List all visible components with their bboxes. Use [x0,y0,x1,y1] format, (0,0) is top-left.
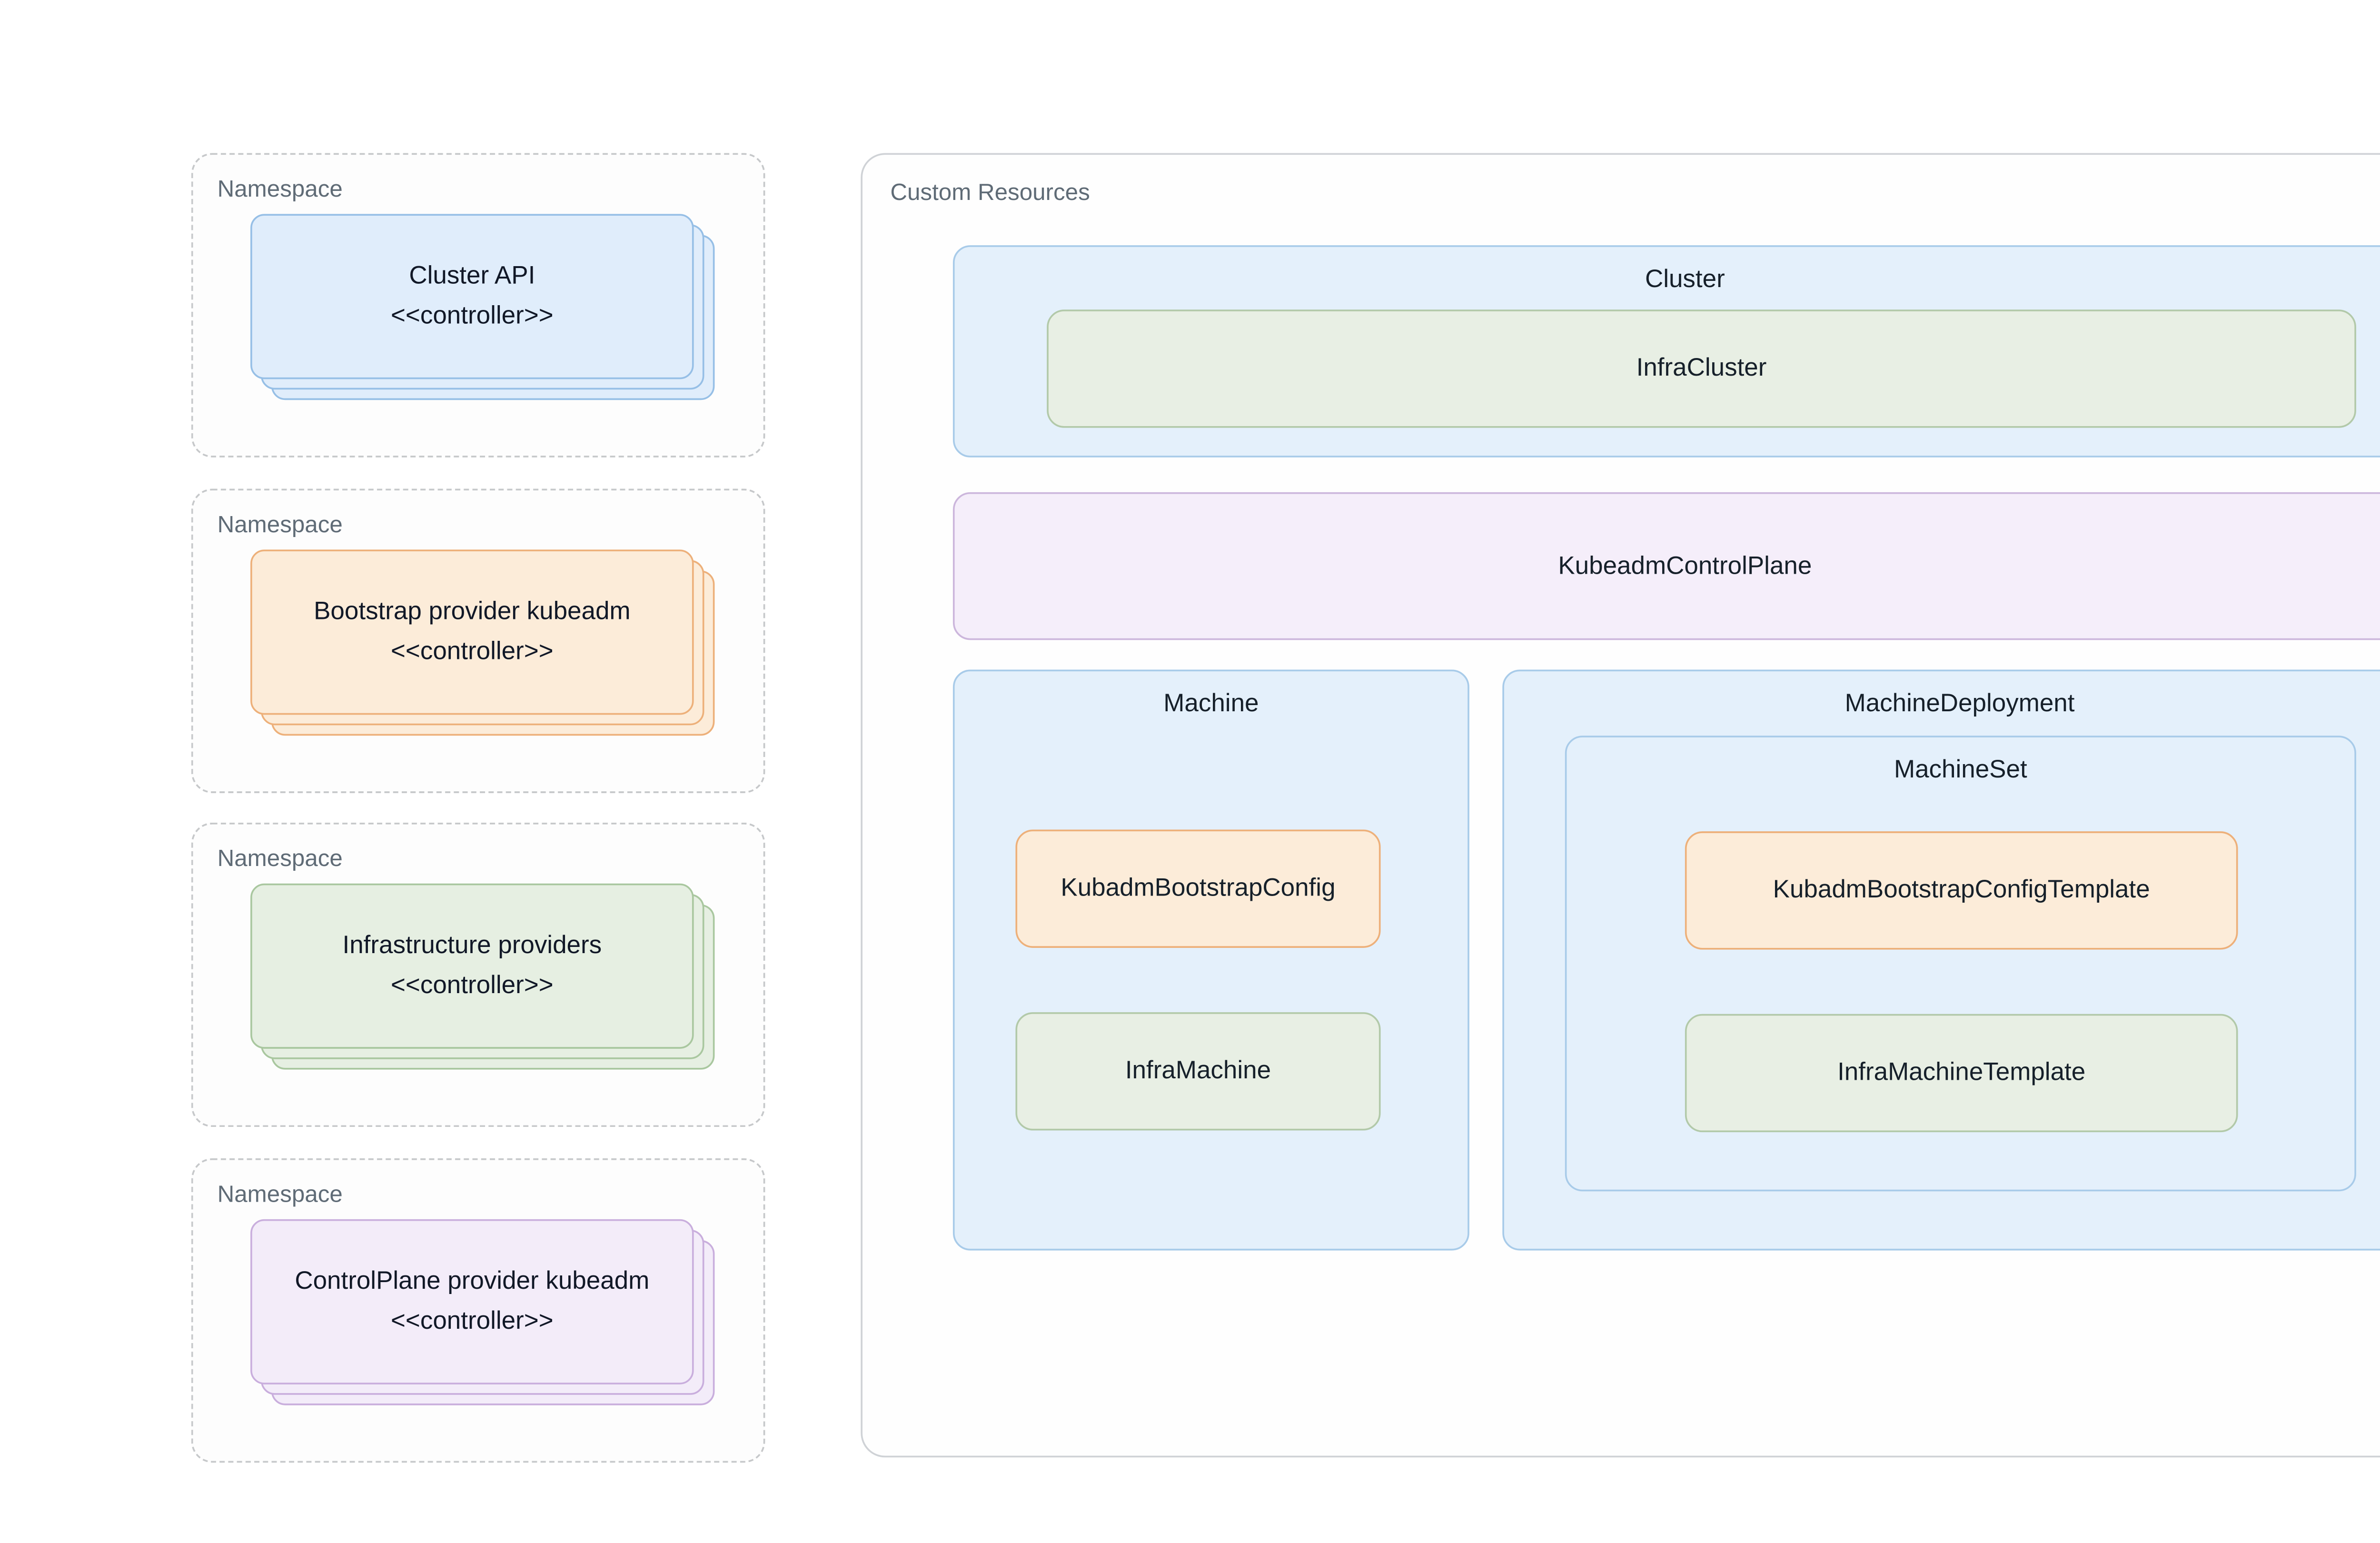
controller-name: Infrastructure providers [342,931,602,960]
machine-box: Machine KubadmBootstrapConfig InfraMachi… [952,669,1469,1251]
controller-card-bootstrap-provider: Bootstrap provider kubeadm <<controller>… [250,549,694,715]
machine-deployment-title: MachineDeployment [1844,690,2075,718]
infra-machine-template-box: InfraMachineTemplate [1685,1014,2238,1133]
controller-name: Cluster API [409,262,536,290]
custom-resources-container: Custom Resources Cluster InfraCluster Ku… [861,153,2380,1458]
controller-card-stack: Cluster API <<controller>> [250,214,715,400]
namespace-box-controlplane-provider: Namespace ControlPlane provider kubeadm … [191,1158,765,1463]
controller-card-stack: Bootstrap provider kubeadm <<controller>… [250,549,715,736]
namespace-box-infrastructure-providers: Namespace Infrastructure providers <<con… [191,822,765,1127]
controller-stereotype: <<controller>> [390,302,554,331]
controller-card-controlplane-provider: ControlPlane provider kubeadm <<controll… [250,1219,694,1384]
controller-card-infrastructure-providers: Infrastructure providers <<controller>> [250,883,694,1049]
cluster-box: Cluster InfraCluster [952,245,2380,458]
controller-name: Bootstrap provider kubeadm [314,597,631,626]
namespace-label: Namespace [217,845,343,872]
namespace-label: Namespace [217,1181,343,1207]
controller-stereotype: <<controller>> [390,638,554,667]
machine-set-title: MachineSet [1894,757,2027,785]
namespace-label: Namespace [217,511,343,538]
machine-deployment-box: MachineDeployment MachineSet KubadmBoots… [1502,669,2380,1251]
controller-card-cluster-api: Cluster API <<controller>> [250,214,694,379]
cluster-title: Cluster [1645,266,1725,294]
namespace-box-cluster-api: Namespace Cluster API <<controller>> [191,153,765,458]
custom-resources-label: Custom Resources [890,179,1090,206]
namespace-label: Namespace [217,175,343,202]
machine-title: Machine [1163,690,1259,718]
controller-stereotype: <<controller>> [390,1308,554,1336]
kubadm-bootstrap-config-box: KubadmBootstrapConfig [1015,829,1381,948]
infra-cluster-box: InfraCluster [1047,309,2356,428]
controller-card-stack: ControlPlane provider kubeadm <<controll… [250,1219,715,1405]
machine-set-box: MachineSet KubadmBootstrapConfigTemplate… [1565,736,2356,1192]
controller-card-stack: Infrastructure providers <<controller>> [250,883,715,1070]
infra-machine-box: InfraMachine [1015,1012,1381,1131]
controller-name: ControlPlane provider kubeadm [295,1267,650,1295]
controller-stereotype: <<controller>> [390,972,554,1000]
kubeadm-control-plane-box: KubeadmControlPlane [952,492,2380,640]
kubadm-bootstrap-config-template-box: KubadmBootstrapConfigTemplate [1685,831,2238,950]
namespace-box-bootstrap-provider: Namespace Bootstrap provider kubeadm <<c… [191,488,765,793]
